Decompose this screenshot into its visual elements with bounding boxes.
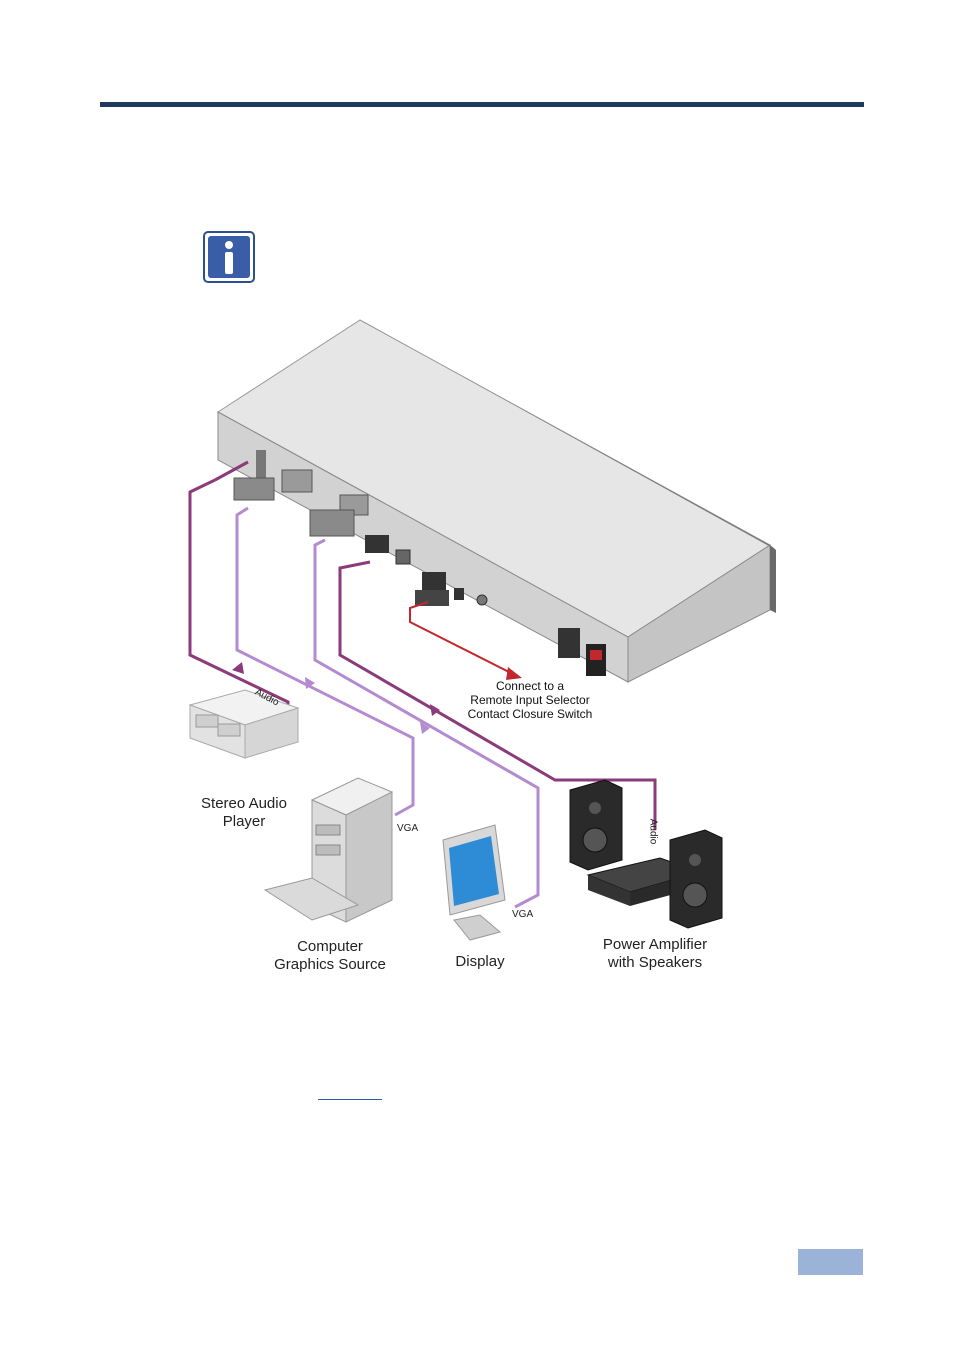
remote-selector-note: Connect to a Remote Input Selector Conta…	[455, 679, 605, 721]
remote-note-line3: Contact Closure Switch	[467, 707, 593, 721]
hyperlink-underline[interactable]	[318, 1099, 382, 1100]
remote-note-line1: Connect to a	[495, 679, 565, 693]
stereo-audio-player-icon	[188, 689, 300, 759]
info-icon	[203, 231, 255, 283]
audio-cable-label-right: Audio	[647, 818, 659, 845]
display-icon	[442, 824, 506, 941]
computer-label-line1: Computer	[297, 938, 363, 955]
computer-graphics-source-label: Computer Graphics Source	[262, 938, 398, 974]
connection-diagram	[188, 319, 776, 941]
av-switcher-device	[217, 319, 776, 683]
stereo-audio-player-label: Stereo Audio Player	[184, 795, 304, 831]
header-rule	[100, 102, 864, 107]
power-amplifier-label: Power Amplifier with Speakers	[588, 936, 722, 972]
vga-cable-label-computer: VGA	[397, 823, 419, 834]
stereo-audio-player-label-line2: Player	[222, 813, 266, 830]
display-label: Display	[455, 953, 505, 970]
computer-icon	[263, 777, 394, 923]
page-number-tab	[798, 1249, 863, 1275]
amplifier-label-line2: with Speakers	[607, 954, 703, 971]
computer-label-line2: Graphics Source	[274, 956, 386, 973]
amplifier-label-line1: Power Amplifier	[602, 936, 708, 953]
vga-cable-label-display: VGA	[512, 909, 534, 920]
amplifier-speakers-icon	[569, 779, 723, 929]
stereo-audio-player-label-line1: Stereo Audio	[201, 795, 287, 812]
remote-note-line2: Remote Input Selector	[470, 693, 590, 707]
